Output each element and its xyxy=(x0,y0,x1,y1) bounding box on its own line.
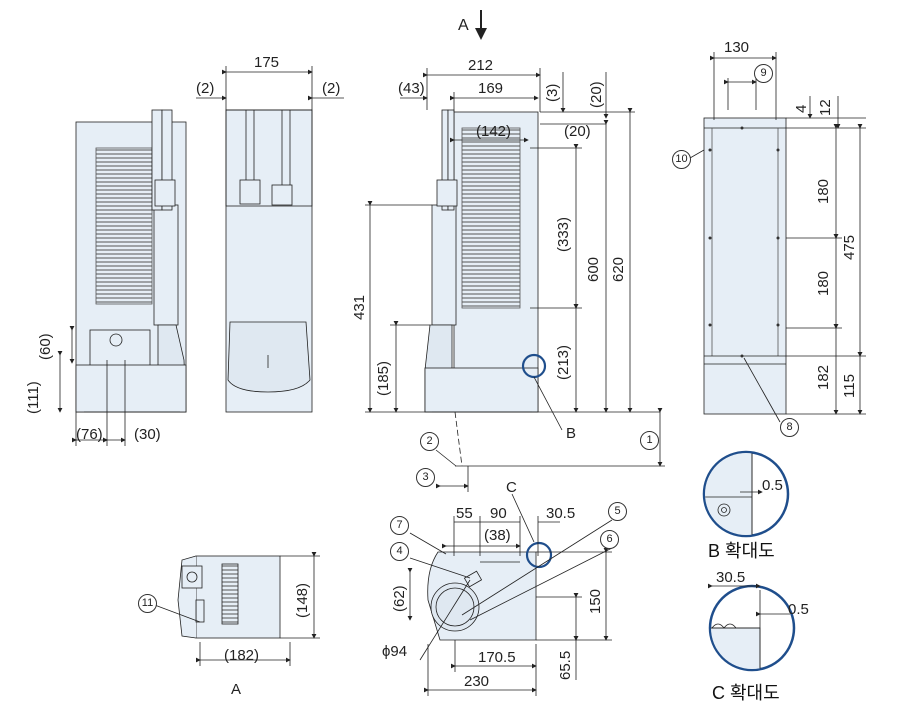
detail-c-dim-30-5: 30.5 xyxy=(716,569,746,586)
dim-170-5: 170.5 xyxy=(478,649,516,666)
dim-213: (213) xyxy=(555,344,572,380)
callout-10: 10 xyxy=(672,150,691,169)
detail-c xyxy=(708,583,796,672)
dim-180-mid: 180 xyxy=(815,270,832,296)
dim-55: 55 xyxy=(456,505,473,522)
dim-142: (142) xyxy=(476,123,512,140)
callout-9: 9 xyxy=(754,64,773,83)
dim-185: (185) xyxy=(375,360,392,396)
callout-c: C xyxy=(506,479,517,496)
dim-phi94: ϕ94 xyxy=(382,643,408,660)
dim-431: 431 xyxy=(351,294,368,320)
callout-11: 11 xyxy=(138,594,157,613)
callout-4: 4 xyxy=(390,542,409,561)
callout-2: 2 xyxy=(420,432,439,451)
dim-180-top: 180 xyxy=(815,178,832,204)
dim-620: 620 xyxy=(610,256,627,282)
callout-3: 3 xyxy=(416,468,435,487)
dim-65-5: 65.5 xyxy=(557,650,574,680)
dim-115: 115 xyxy=(841,374,858,398)
side-view-right xyxy=(365,68,665,492)
view-a-label: A xyxy=(458,17,469,34)
dim-2-left: (2) xyxy=(196,80,215,97)
dim-60: (60) xyxy=(37,333,54,360)
dim-130: 130 xyxy=(724,39,750,56)
dim-212: 212 xyxy=(468,57,494,74)
callout-1: 1 xyxy=(640,431,659,450)
dim-175: 175 xyxy=(254,54,280,71)
callout-5: 5 xyxy=(608,502,627,521)
dim-182: 182 xyxy=(815,364,832,390)
dim-4: 4 xyxy=(793,104,810,113)
bottom-view-a-label: A xyxy=(231,681,242,698)
dim-30: (30) xyxy=(134,426,161,443)
detail-c-dim-0-5: 0.5 xyxy=(788,601,809,618)
dim-90: 90 xyxy=(490,505,507,522)
dim-3: (3) xyxy=(544,83,561,102)
bottom-view-a xyxy=(151,552,320,666)
dim-150: 150 xyxy=(587,588,604,614)
callout-b: B xyxy=(566,425,577,442)
dim-475: 475 xyxy=(841,234,858,260)
dim-169: 169 xyxy=(478,80,504,97)
detail-c-caption: C 확대도 xyxy=(712,683,780,703)
dim-182-bottom: (182) xyxy=(224,647,260,664)
dim-600: 600 xyxy=(585,256,602,282)
dim-111: (111) xyxy=(25,381,42,414)
dim-230: 230 xyxy=(464,673,490,690)
rear-view xyxy=(196,66,344,413)
side-view-left xyxy=(57,109,187,446)
front-view xyxy=(689,52,866,423)
dim-43: (43) xyxy=(398,80,425,97)
callout-8: 8 xyxy=(780,418,799,437)
dim-38: (38) xyxy=(484,527,511,544)
detail-b-dim: 0.5 xyxy=(762,477,783,494)
dim-62: (62) xyxy=(391,585,408,612)
dim-2-right: (2) xyxy=(322,80,341,97)
callout-6: 6 xyxy=(600,530,619,549)
dim-20-side: (20) xyxy=(564,123,591,140)
dim-148: (148) xyxy=(294,582,311,618)
callout-7: 7 xyxy=(390,516,409,535)
dim-30-5: 30.5 xyxy=(546,505,576,522)
detail-b-caption: B 확대도 xyxy=(708,541,775,561)
bottom-view-top xyxy=(407,493,613,696)
dim-333: (333) xyxy=(555,216,572,252)
detail-b xyxy=(702,450,790,538)
dim-12: 12 xyxy=(817,99,834,116)
dim-20-top: (20) xyxy=(588,81,605,108)
dim-76: (76) xyxy=(76,426,103,443)
